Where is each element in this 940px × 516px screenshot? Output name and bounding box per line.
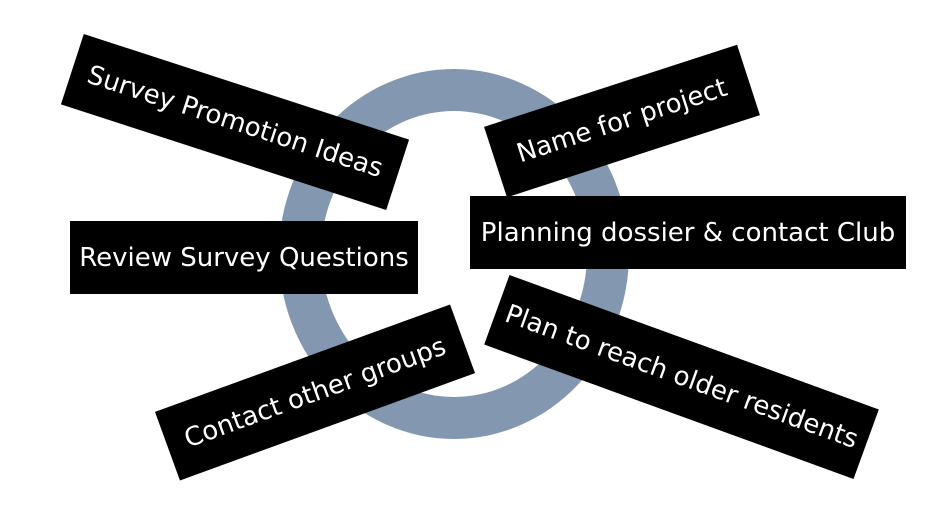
label-survey-promotion-ideas: Survey Promotion Ideas	[60, 33, 410, 211]
label-text: Name for project	[513, 72, 731, 170]
label-text: Review Survey Questions	[79, 242, 409, 273]
label-text: Planning dossier & contact Club	[480, 217, 896, 248]
label-planning-dossier: Planning dossier & contact Club	[470, 196, 906, 269]
label-review-survey-questions: Review Survey Questions	[70, 221, 418, 294]
label-text: Survey Promotion Ideas	[83, 60, 387, 184]
label-name-for-project: Name for project	[484, 44, 760, 198]
